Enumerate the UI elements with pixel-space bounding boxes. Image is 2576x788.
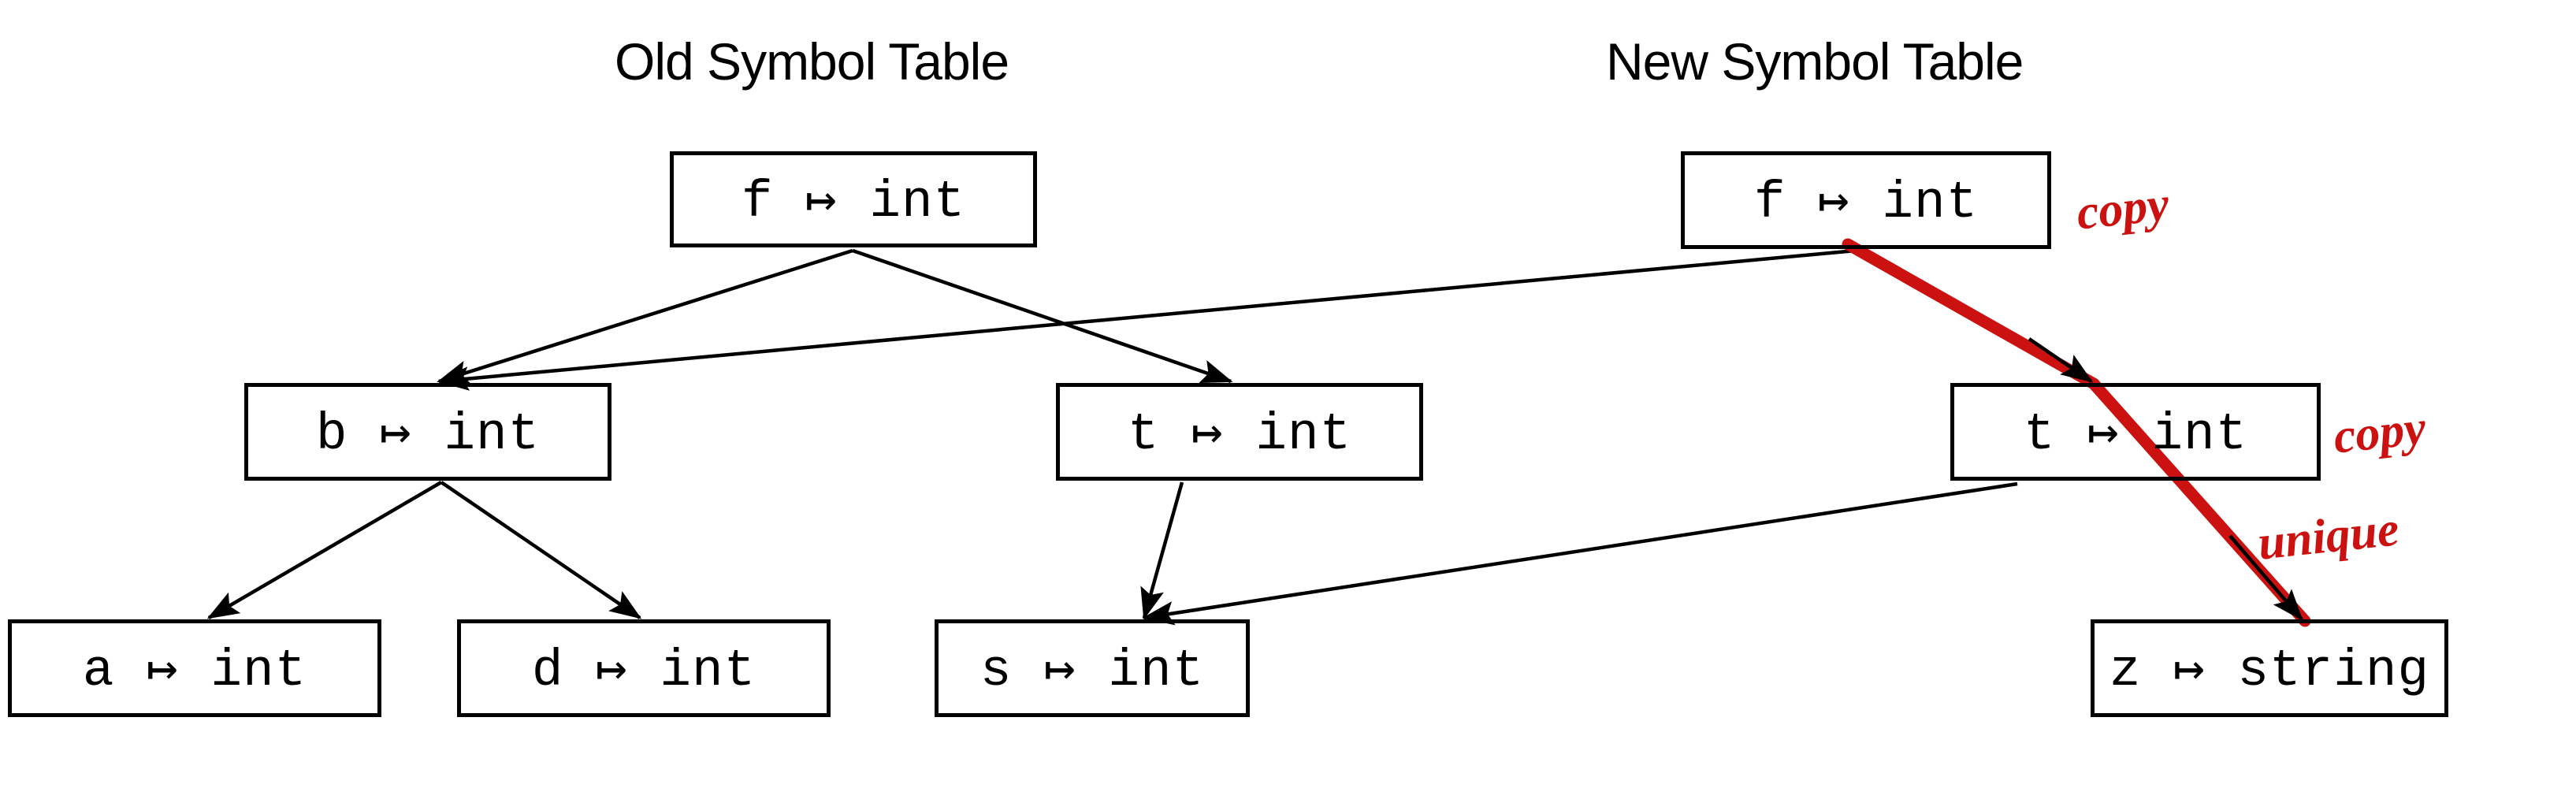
node-new-z[interactable]: z ↦ string (2091, 619, 2448, 717)
red-edge-new-f-to-new-t (1842, 238, 2100, 390)
edge-old-f-to-old-b (437, 248, 853, 385)
node-old-t[interactable]: t ↦ int (1056, 383, 1423, 481)
old-symbol-table-title: Old Symbol Table (615, 32, 1009, 91)
new-symbol-table-title: New Symbol Table (1606, 32, 2024, 91)
node-old-b[interactable]: b ↦ int (244, 383, 611, 481)
edge-new-t-to-old-s (1142, 481, 2018, 626)
node-old-a[interactable]: a ↦ int (8, 619, 381, 717)
edge-new-f-to-new-t (2028, 337, 2094, 383)
node-new-t[interactable]: t ↦ int (1950, 383, 2321, 481)
edge-new-t-to-new-z (2228, 534, 2303, 622)
node-old-d[interactable]: d ↦ int (457, 619, 831, 717)
node-old-s[interactable]: s ↦ int (935, 619, 1250, 717)
edge-old-f-to-old-t (852, 248, 1233, 384)
node-new-f[interactable]: f ↦ int (1681, 151, 2051, 249)
node-old-f[interactable]: f ↦ int (670, 151, 1037, 247)
edge-old-t-to-old-s (1140, 481, 1184, 620)
edge-old-b-to-old-d (440, 481, 642, 619)
annotation-copy-f: copy (2074, 177, 2172, 240)
annotation-copy-t: copy (2331, 400, 2429, 464)
edge-old-b-to-old-a (206, 481, 443, 619)
edge-new-f-to-old-b (437, 248, 1857, 391)
